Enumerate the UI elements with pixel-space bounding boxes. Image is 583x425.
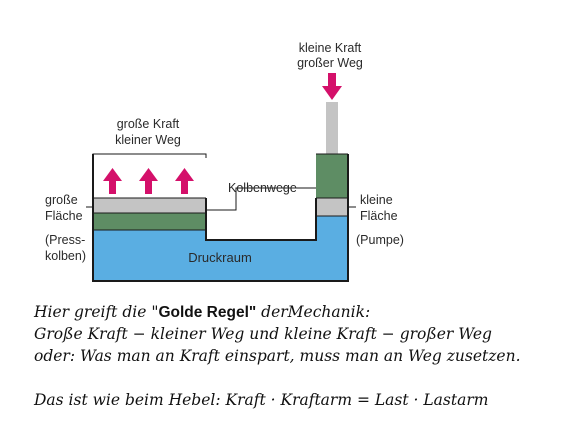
up-arrow-icon [103,168,122,194]
label-pump: (Pumpe) [356,233,404,247]
caption-line-2: Große Kraft − kleiner Weg und kleine Kra… [34,325,492,343]
label-pressure-chamber: Druckraum [188,250,252,265]
small-piston-rod [326,102,338,154]
label-small-area-2: Fläche [360,209,398,223]
label-small-path: kleiner Weg [115,133,181,147]
label-large-area-2: Fläche [45,209,83,223]
fluid-body [93,216,348,281]
large-piston-green [93,213,206,230]
label-press-2: kolben) [45,249,86,263]
large-piston-grey [93,198,206,213]
large-path-bracket [92,153,207,158]
label-small-force: kleine Kraft [299,41,362,55]
label-large-area-1: große [45,193,78,207]
label-piston-paths: Kolbenwege [228,181,297,195]
up-arrow-icon [175,168,194,194]
hydraulic-press-diagram: kleine Kraft großer Weg große Kraft klei… [45,41,404,282]
small-piston-grey [316,198,348,216]
caption-line-4: Das ist wie beim Hebel: Kraft · Kraftarm… [34,391,489,409]
caption-line-1-post: derMechanik: [256,303,371,321]
caption-line-1-pre: Hier greift die " [34,303,159,321]
caption-line-3: oder: Was man an Kraft einspart, muss ma… [34,347,521,365]
label-small-area-1: kleine [360,193,393,207]
label-large-force: große Kraft [117,117,180,131]
up-arrow-icon [139,168,158,194]
down-arrow-icon [322,73,342,100]
vessel-outline [92,154,349,282]
leader-piston-paths-left [206,187,300,211]
caption-line-1: Hier greift die "Golde Regel" derMechani… [34,302,370,323]
label-large-path: großer Weg [297,56,363,70]
label-press-1: (Press- [45,233,85,247]
caption-line-1-bold: Golde Regel" [158,304,257,321]
small-piston-green [316,154,348,198]
